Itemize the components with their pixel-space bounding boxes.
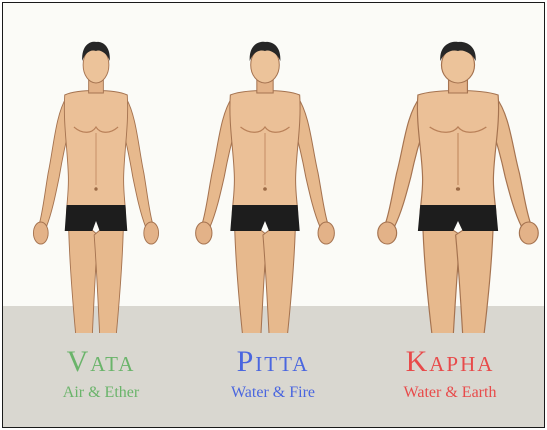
pitta-figure — [196, 42, 335, 333]
pitta-label: Pitta Water & Fire — [183, 340, 363, 403]
kapha-name: Kapha — [360, 340, 540, 384]
vata-label: Vata Air & Ether — [11, 340, 191, 403]
kapha-elements: Water & Earth — [360, 383, 540, 403]
pitta-name: Pitta — [183, 340, 363, 384]
body-types-illustration — [3, 3, 544, 333]
vata-name: Vata — [11, 340, 191, 384]
pitta-elements: Water & Fire — [183, 383, 363, 403]
kapha-figure — [378, 42, 538, 333]
vata-figure — [33, 42, 158, 333]
kapha-label: Kapha Water & Earth — [360, 340, 540, 403]
vata-elements: Air & Ether — [11, 383, 191, 403]
